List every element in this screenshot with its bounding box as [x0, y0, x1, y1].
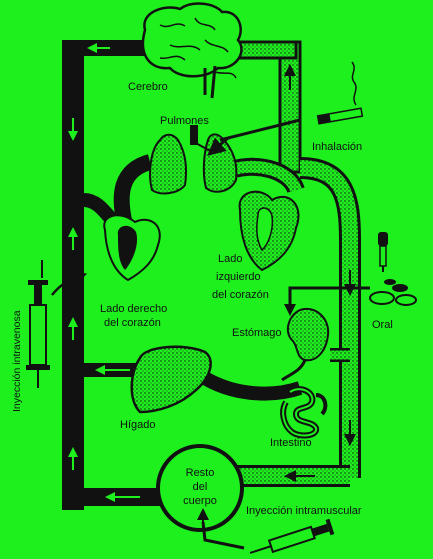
intestine-icon [280, 386, 328, 439]
stomach-icon [281, 307, 330, 382]
label-right-heart-2: del corazón [104, 317, 161, 329]
label-rest-3: cuerpo [183, 495, 217, 507]
label-inhalation: Inhalación [312, 141, 362, 153]
oral-line [288, 286, 370, 305]
label-rest-2: del [193, 481, 208, 493]
aorta [299, 160, 358, 478]
dropper-icon [378, 232, 388, 272]
label-oral: Oral [372, 319, 393, 331]
label-left-heart-3: del corazón [212, 289, 269, 301]
label-stomach: Estómago [232, 327, 282, 339]
label-brain: Cerebro [128, 81, 168, 93]
left-heart [238, 190, 300, 272]
label-lungs: Pulmones [160, 115, 209, 127]
label-left-heart-1: Lado [218, 253, 242, 265]
venous-vessels [62, 40, 303, 510]
heart-icon [103, 214, 161, 282]
label-right-heart-1: Lado derecho [100, 303, 167, 315]
pulmonary-artery [113, 154, 153, 227]
lungs-icon [149, 125, 238, 195]
label-intestine: Intestino [270, 437, 312, 449]
label-left-heart-2: izquierdo [216, 271, 261, 283]
label-intramuscular: Inyección intramuscular [246, 505, 362, 517]
label-rest-1: Resto [186, 467, 215, 479]
rest-of-body [156, 444, 244, 532]
label-liver: Hígado [120, 419, 155, 431]
pills-icon [369, 279, 417, 306]
syringe-icon [26, 260, 50, 388]
liver-icon [130, 345, 212, 414]
intramuscular-syringe-icon [249, 518, 335, 554]
artery-to-brain [278, 40, 302, 174]
label-intravenous: Inyección intravenosa [11, 310, 23, 412]
cigarette-icon [316, 61, 364, 125]
vena-cava [62, 40, 84, 510]
inhalation-line [219, 118, 301, 142]
brain-icon [141, 2, 243, 99]
